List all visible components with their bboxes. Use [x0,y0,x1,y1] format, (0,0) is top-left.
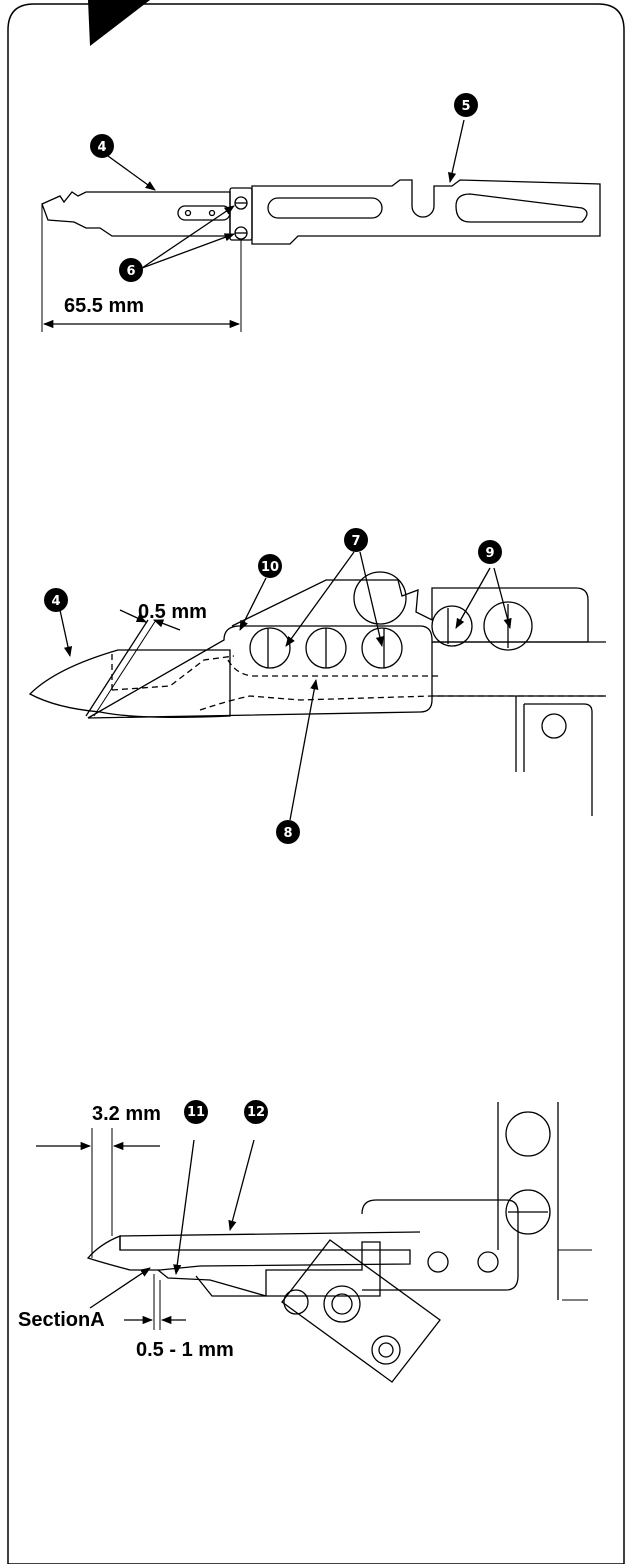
svg-text:4: 4 [51,594,60,609]
callout-9: 9 [478,540,502,564]
column-screw-upper [505,1111,551,1157]
figure-3-blade-position [36,1102,592,1383]
screw-9-left [431,605,473,647]
callout-5: 5 [454,93,478,117]
figure-2-blade-clamp [28,551,606,821]
blade-4-tip [28,649,231,718]
svg-text:5: 5 [461,99,470,114]
svg-text:9: 9 [485,546,494,561]
page-frame [7,3,625,1564]
dimension-0-5-1-mm: 0.5 - 1 mm [136,1339,234,1361]
hidden-edge [111,652,606,711]
frame-post [515,696,593,816]
arm-body [251,179,601,245]
rear-screw [353,571,407,625]
section-a-label: SectionA [18,1309,105,1331]
blade-outline [41,191,231,237]
screw-9-right [483,601,533,651]
corner-pointer-arrow [88,0,150,46]
right-bracket [361,1199,519,1291]
screw-7-right [361,627,403,669]
callout-8: 8 [276,820,300,844]
figure-1-knife-assembly [41,119,601,332]
bracket-upper [231,579,589,643]
svg-text:6: 6 [126,264,135,279]
svg-text:8: 8 [283,826,292,841]
svg-text:7: 7 [351,534,360,549]
callout-6: 6 [119,258,143,282]
svg-text:10: 10 [261,560,279,575]
callout-10: 10 [258,554,282,578]
dimension-0-5-mm: 0.5 mm [138,601,207,623]
arm-slot-left [267,197,383,219]
callout-4-fig2: 4 [44,588,68,612]
base-bracket [265,1241,381,1297]
svg-text:4: 4 [97,140,106,155]
dimension-65-5-mm: 65.5 mm [64,295,144,317]
tilted-plate-pivot [323,1285,361,1323]
clamp-plate-10 [87,625,433,719]
svg-text:12: 12 [247,1105,265,1120]
tilted-plate [281,1239,441,1383]
holder-plate [229,187,253,241]
screw-7-left [249,627,291,669]
column-screw-lower [505,1189,551,1235]
callout-7: 7 [344,528,368,552]
callout-11: 11 [184,1100,208,1124]
blade-11 [157,1269,267,1297]
callout-12: 12 [244,1100,268,1124]
svg-text:11: 11 [187,1105,205,1120]
callout-4-fig1: 4 [90,134,114,158]
arm-slot-right [455,193,588,223]
dimension-3-2-mm: 3.2 mm [92,1103,161,1125]
